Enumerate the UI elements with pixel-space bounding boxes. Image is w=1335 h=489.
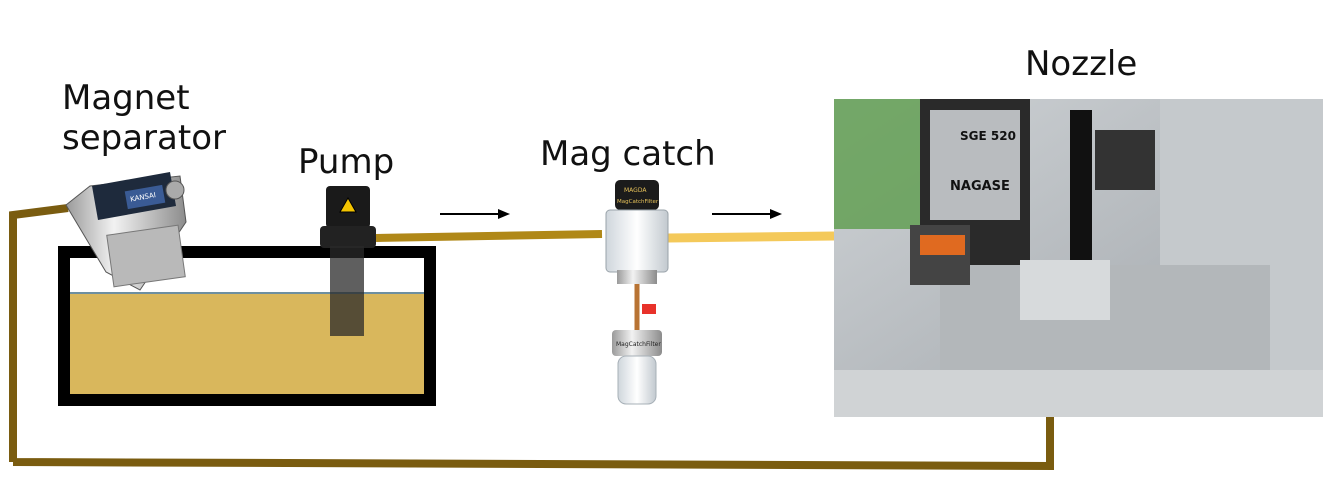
- nozzle-column: [1070, 110, 1092, 260]
- machine-floor: [834, 370, 1323, 417]
- pump-label: Pump: [298, 142, 395, 182]
- sludge-cup: [617, 355, 657, 405]
- machine-brand-text: NAGASE: [950, 179, 1010, 194]
- mag-catch-filter: MAGDA MagCatchFilter MagCatchFilter: [605, 180, 669, 405]
- mag-catch-base: [617, 270, 657, 284]
- sludge-cup-cap: [612, 330, 662, 356]
- return-pipe: [9, 204, 1054, 471]
- drain-valve-icon: [642, 304, 656, 314]
- workpiece: [1020, 260, 1110, 320]
- green-background: [834, 99, 920, 229]
- sludge-cup-label: MagCatchFilter: [616, 341, 661, 348]
- nozzle-holder: [1095, 130, 1155, 190]
- mag-catch-label: Mag catch: [540, 134, 716, 174]
- flow-arrow-1: [440, 209, 510, 219]
- separator-tray: [106, 224, 186, 288]
- mag-catch-brand-text: MAGDA: [624, 187, 647, 194]
- supply-pipe: [375, 230, 603, 242]
- pump-shaft: [330, 246, 364, 336]
- pump-body: [320, 226, 376, 248]
- magnet-separator-label: Magnet separator: [62, 78, 226, 158]
- spindle-plate: [930, 110, 1020, 220]
- machine-model-text: SGE 520: [960, 129, 1016, 143]
- tank-frame: [58, 246, 436, 406]
- mag-catch-cap: [615, 180, 659, 210]
- separator-knob-icon: [165, 180, 185, 200]
- mag-catch-filter-text: MagCatchFilter: [617, 199, 659, 205]
- magnet-separator-device: KANSAI: [65, 172, 187, 291]
- pump-device: [320, 186, 376, 336]
- coolant-fluid: [70, 293, 424, 394]
- machine-tool-photo: SGE 520 NAGASE: [834, 99, 1323, 417]
- warning-icon: [339, 196, 357, 213]
- orange-fittings: [920, 235, 965, 255]
- coolant-tank: [58, 246, 436, 406]
- separator-nameplate: [124, 184, 166, 210]
- nozzle-label: Nozzle: [1025, 44, 1138, 84]
- clean-pipe: [667, 231, 835, 243]
- mag-catch-body: [605, 209, 669, 273]
- flow-arrow-2: [712, 209, 782, 219]
